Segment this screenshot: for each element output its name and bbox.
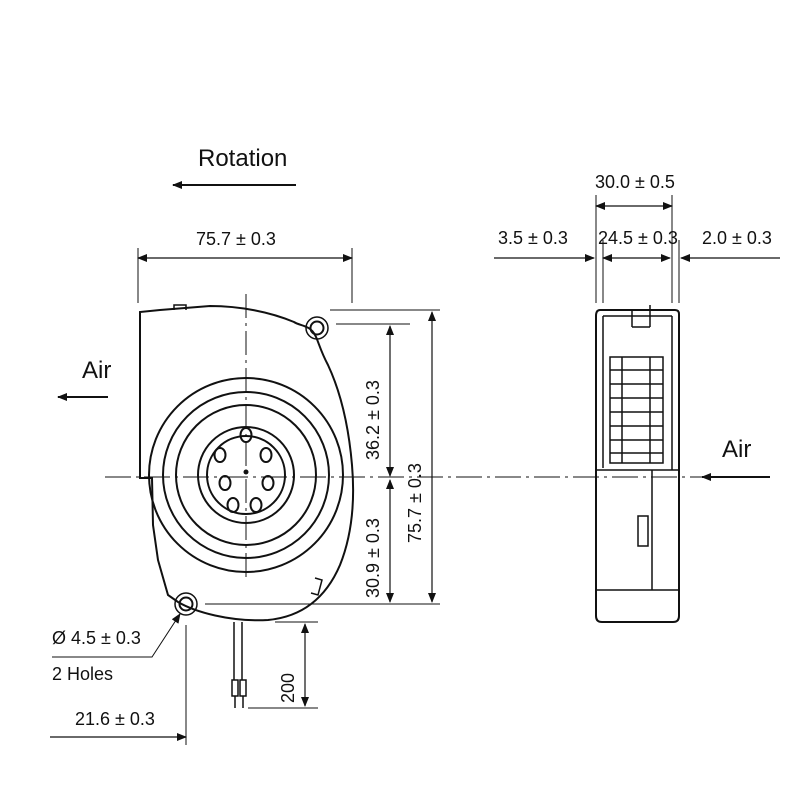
thickness-total-label: 30.0 ± 0.5 — [595, 172, 675, 192]
fan-housing — [139, 304, 355, 622]
cable — [231, 622, 247, 708]
mounting-hole-top — [309, 320, 325, 336]
hole-leader — [52, 613, 181, 658]
side-view: Air — [494, 172, 780, 623]
impeller-blades — [609, 356, 664, 464]
air-out-label: Air — [82, 357, 111, 384]
air-in-label: Air — [722, 436, 751, 463]
side-offset-right-label: 2.0 ± 0.3 — [702, 228, 772, 248]
lower-to-center-label: 30.9 ± 0.3 — [363, 518, 383, 598]
width-front-label: 75.7 ± 0.3 — [196, 229, 276, 249]
hole-count-label: 2 Holes — [52, 664, 113, 684]
cable-length-label: 200 — [278, 673, 298, 703]
hole-offset-label: 21.6 ± 0.3 — [75, 709, 155, 729]
height-total-label: 75.7 ± 0.3 — [405, 463, 425, 543]
mounting-hole-bottom — [178, 596, 194, 612]
body-thickness-label: 24.5 ± 0.3 — [598, 228, 678, 248]
side-body — [595, 309, 680, 623]
hole-diameter-label: Ø 4.5 ± 0.3 — [52, 628, 141, 648]
rotation-label: Rotation — [198, 145, 287, 172]
side-offset-left-label: 3.5 ± 0.3 — [498, 228, 568, 248]
upper-to-center-label: 36.2 ± 0.3 — [363, 380, 383, 460]
front-view: Rotation Air — [50, 145, 440, 745]
